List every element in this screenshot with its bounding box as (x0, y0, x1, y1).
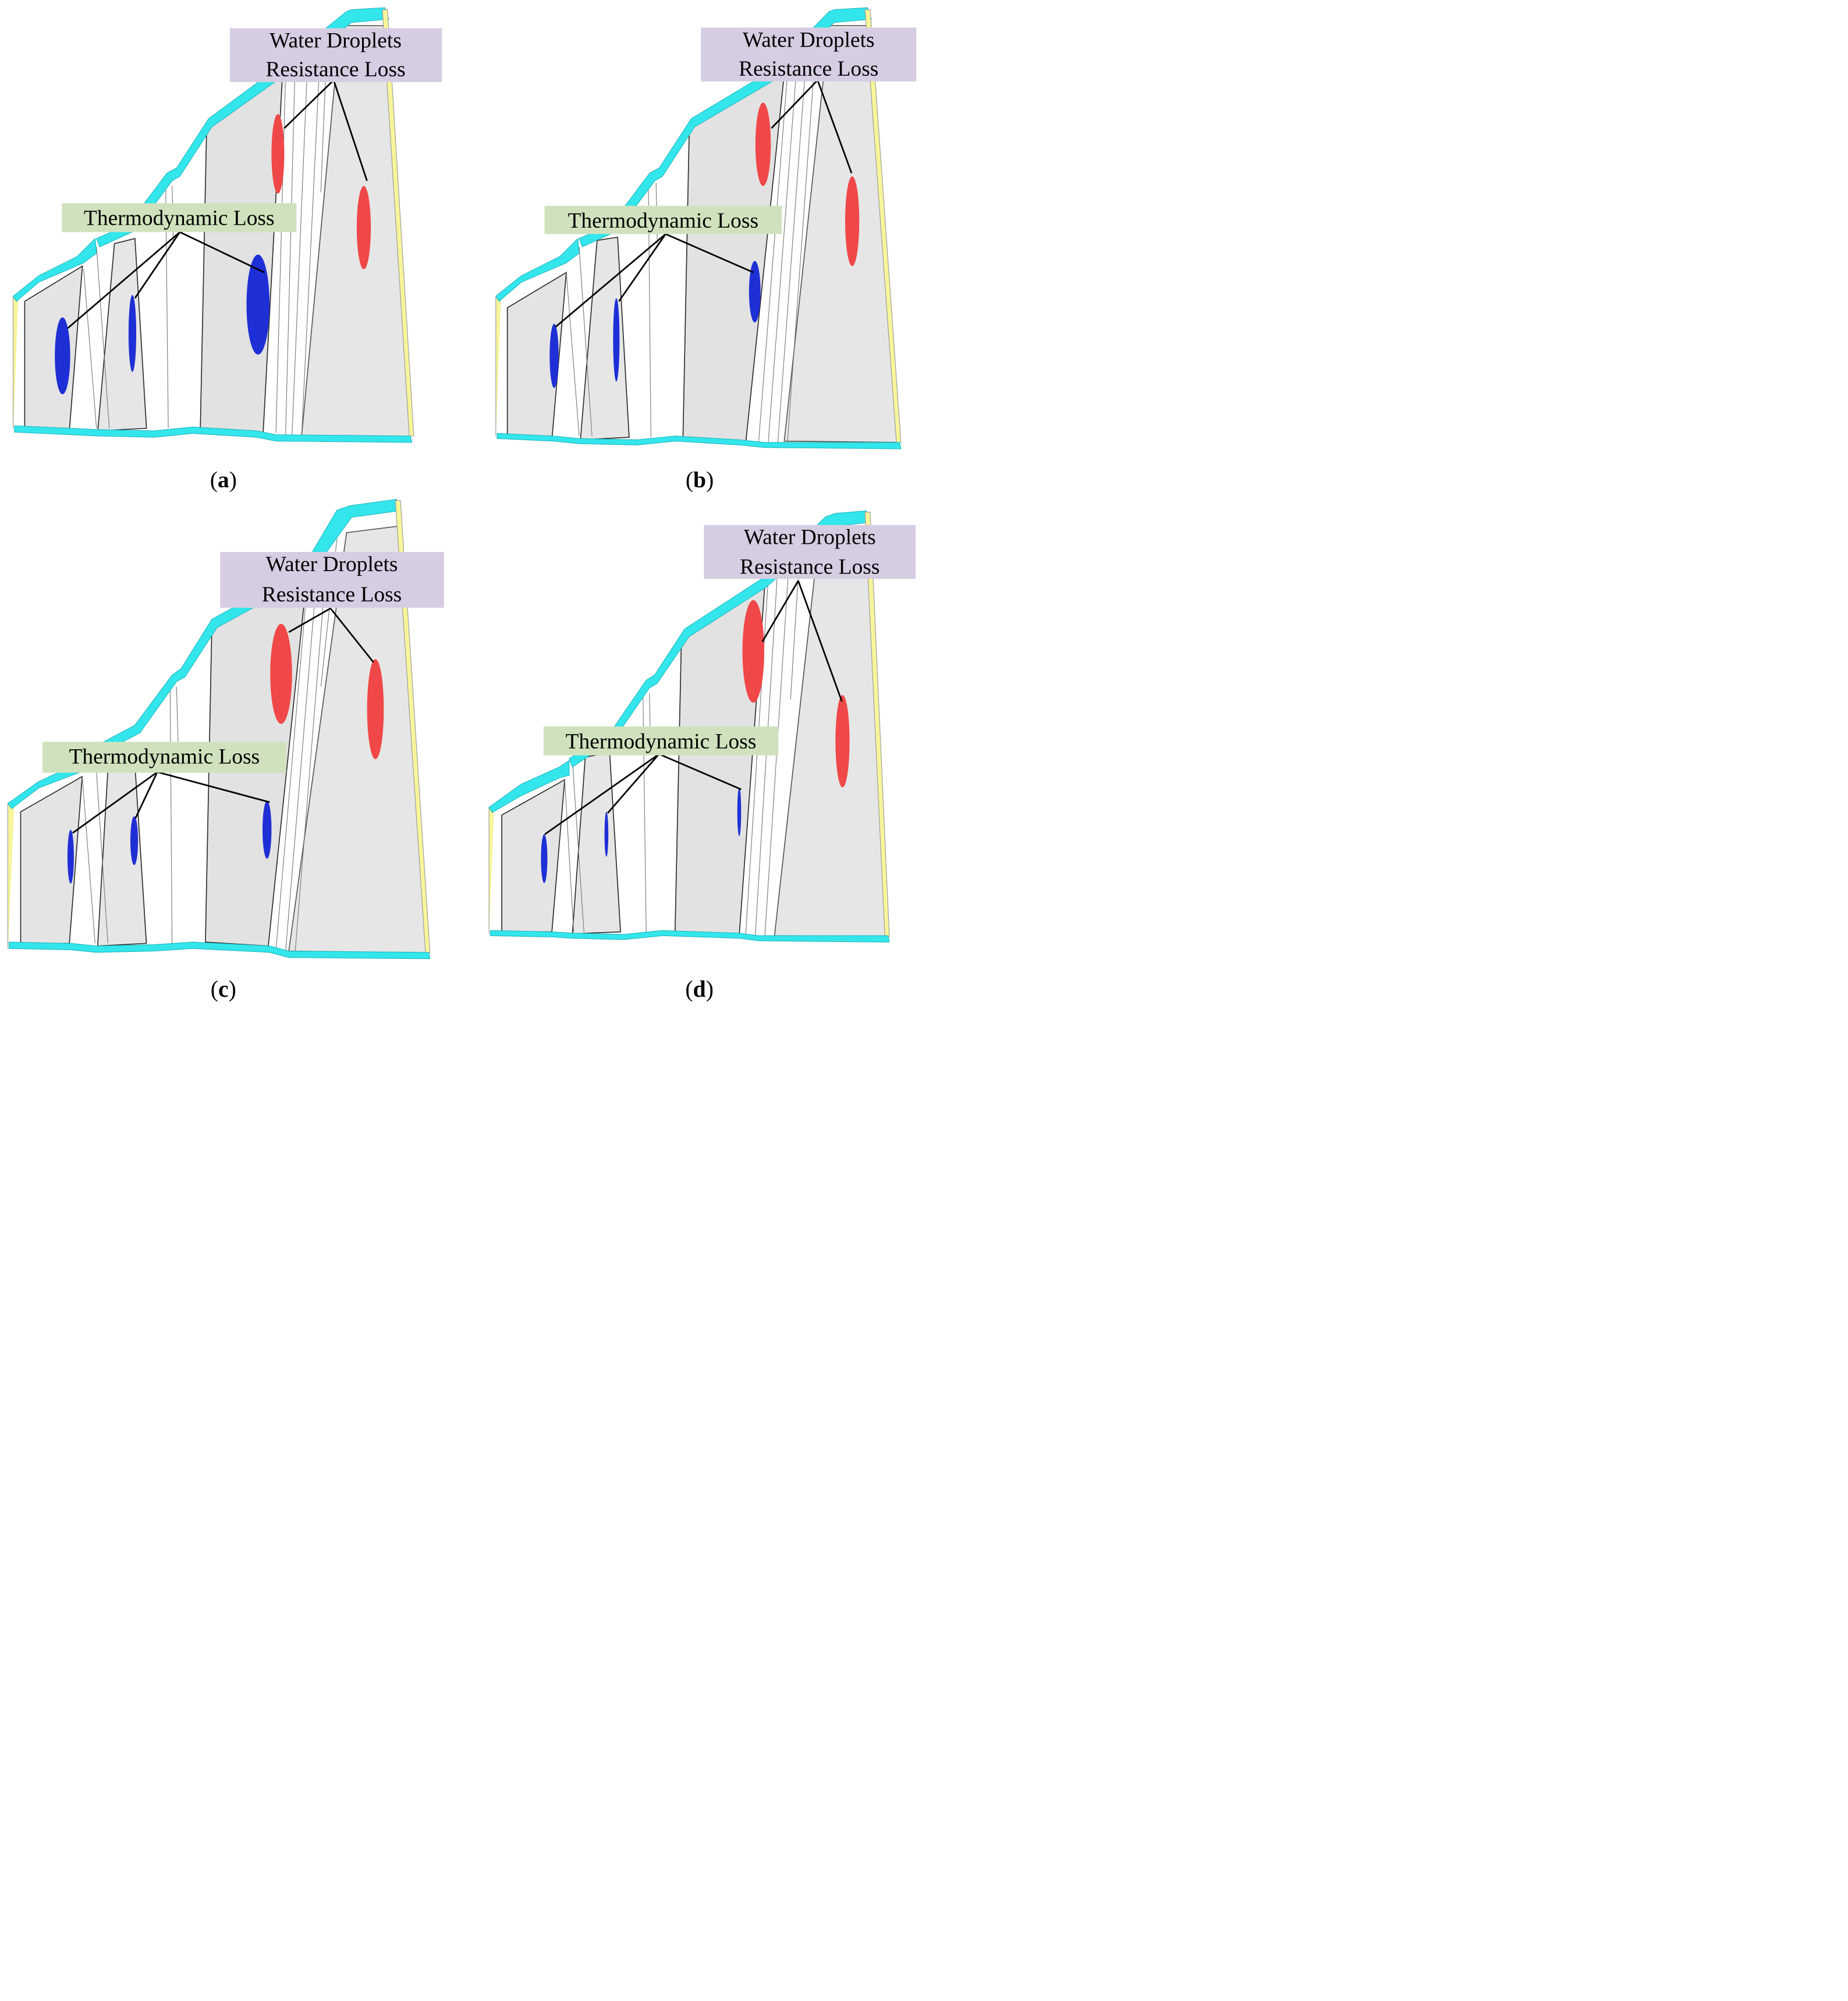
thermo-label: Thermodynamic Loss (566, 729, 757, 753)
leader-lines-a (67, 79, 368, 329)
casing-shroud (12, 238, 97, 302)
blade-rotor-1 (580, 236, 630, 441)
droplet-label-line2: Resistance Loss (739, 57, 878, 81)
droplet-spot (835, 695, 850, 788)
turbine-geometry-d (488, 510, 890, 943)
thermo-spot (128, 295, 137, 372)
leader-lines-d (544, 580, 843, 835)
droplet-spot (755, 102, 771, 186)
turbine-geometry-c (7, 498, 431, 959)
thermo-spot (549, 324, 559, 388)
thermo-spot (55, 317, 70, 395)
loss-spots-b (549, 102, 860, 388)
droplet-spot (845, 176, 860, 267)
droplet-label-line1: Water Droplets (269, 29, 402, 52)
outlet-strip (395, 500, 431, 954)
leader-lines-c (72, 607, 374, 834)
thermo-spot (263, 801, 272, 859)
droplet-label-line1: Water Droplets (266, 553, 398, 576)
outlet-strip (382, 9, 414, 437)
hub-band (14, 425, 413, 443)
thermo-label-box (544, 206, 782, 234)
thermo-spot (246, 254, 270, 355)
thermo-label-box (42, 742, 286, 773)
loss-spots-a (55, 114, 371, 395)
panel-caption: (b) (686, 467, 714, 493)
thermo-spot (130, 816, 139, 865)
turbine-geometry-a (12, 7, 414, 443)
thermo-label-box (543, 726, 779, 756)
blade-rotor-1 (97, 238, 147, 431)
thermo-label: Thermodynamic Loss (84, 207, 275, 231)
thermo-label: Thermodynamic Loss (69, 745, 260, 769)
panel-b: Water Droplets Resistance Loss Thermodyn… (0, 0, 1848, 1000)
droplet-label-line2: Resistance Loss (262, 583, 402, 607)
thermo-spot (749, 261, 761, 323)
droplet-label-line2: Resistance Loss (265, 58, 405, 82)
droplet-spot (270, 624, 292, 724)
panel-caption: (a) (210, 467, 237, 493)
thermo-spot (541, 834, 548, 883)
hub-band (9, 941, 431, 959)
panel-caption: (d) (685, 976, 714, 1002)
hub-band (496, 433, 902, 449)
panel-a: Water Droplets Resistance Loss Thermodyn… (0, 0, 924, 1000)
panel-b-figure: Water Droplets Resistance Loss Thermodyn… (495, 7, 917, 493)
panel-a-figure: Water Droplets Resistance Loss Thermodyn… (12, 7, 442, 493)
droplet-label-line2: Resistance Loss (740, 555, 879, 579)
droplet-spot (742, 600, 765, 703)
thermo-spot (67, 830, 74, 884)
thermo-spot (613, 298, 620, 382)
droplet-spot (271, 114, 285, 194)
droplet-label-box (220, 551, 444, 608)
loss-spots-c (67, 624, 384, 884)
droplet-label-box (701, 27, 917, 82)
blade-edge-lines (81, 539, 338, 951)
casing-shroud (488, 760, 570, 813)
droplet-label-box (229, 28, 442, 82)
droplet-label-line1: Water Droplets (744, 526, 876, 550)
droplet-spot (367, 659, 384, 760)
outlet-strip (864, 9, 902, 443)
outlet-strip (864, 512, 890, 937)
droplet-spot (356, 186, 371, 270)
blade-edge-lines (566, 38, 817, 442)
loss-spots-d (541, 600, 850, 883)
thermo-spot (737, 787, 742, 837)
thermo-spot (604, 812, 609, 857)
thermo-label-box (62, 203, 297, 232)
hub-band (490, 930, 890, 943)
casing-shroud (495, 238, 580, 302)
droplet-label-box (704, 525, 916, 579)
thermo-label: Thermodynamic Loss (568, 209, 759, 233)
droplet-label-line1: Water Droplets (743, 28, 875, 52)
leader-lines-b (555, 79, 853, 328)
panel-caption: (c) (211, 976, 236, 1002)
